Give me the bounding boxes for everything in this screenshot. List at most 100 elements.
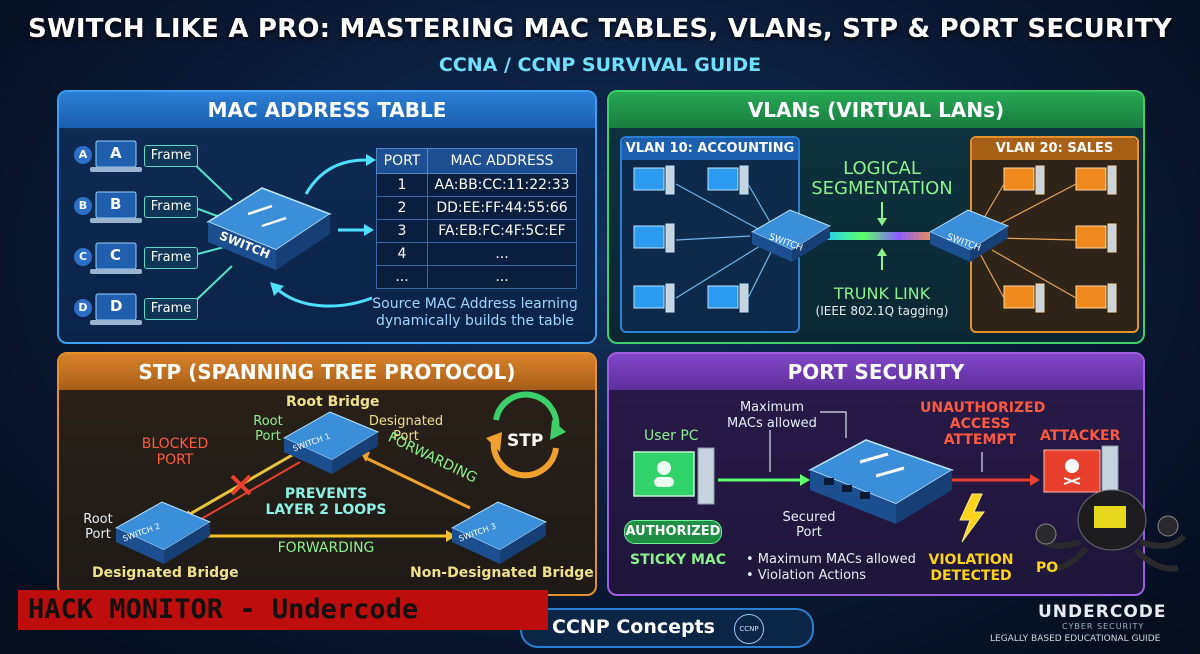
partial-hidden-text: PO [1036,560,1059,576]
laptop-icon-d [90,293,142,325]
host-label-c: C [110,246,122,264]
mac-panel-heading: MAC ADDRESS TABLE [59,92,595,128]
table-cell: ... [427,242,577,266]
user-pc-label: User PC [644,428,699,444]
frame-label-d: Frame [144,298,198,320]
table-row: 3 FA:EB:FC:4F:5C:EF [376,219,577,243]
prevents-line2: LAYER 2 LOOPS [265,502,387,518]
computer-icon [707,283,749,313]
laptop-icon-c [90,242,142,274]
mac-address-table: PORT MAC ADDRESS 1 AA:BB:CC:11:22:33 2 D… [376,148,577,289]
host-letter-c: C [74,248,92,266]
computer-icon [1075,223,1117,253]
prevents-line1: PREVENTS [284,486,368,502]
root-port-top-label: Root Port [253,414,283,444]
root-port-left-label: Root Port [83,512,113,542]
host-letter-b: B [74,197,92,215]
max-macs-line1: Maximum [739,400,805,415]
computer-icon [1075,283,1117,313]
computer-icon [633,283,675,313]
table-cell: ... [427,265,577,289]
host-label-a: A [110,144,122,162]
hack-monitor-banner: HACK MONITOR - Undercode [18,590,548,630]
max-macs-line2: MACs allowed [727,416,817,431]
mac-note-line2: dynamically builds the table [376,313,574,329]
secured-port-line1: Secured [782,510,836,525]
designated-port-label: Designated Port [368,414,444,444]
host-label-d: D [110,297,123,315]
table-cell: FA:EB:FC:4F:5C:EF [427,219,577,243]
unauthorized-line2: ACCESS [949,416,1011,432]
trunk-link-note: (IEEE 802.1Q tagging) [815,304,949,318]
switch-icon-port [808,439,954,524]
violation-line1: VIOLATION [928,552,1014,568]
undercode-logo-sub: CYBER SECURITY [1062,622,1145,631]
vlan-panel-heading: VLANs (VIRTUAL LANs) [609,92,1143,128]
stp-cycle-icon [486,391,566,479]
octopus-mascot-icon [1033,489,1187,572]
bullet-violation-actions: • Violation Actions [746,568,867,583]
vlan10-label: VLAN 10: ACCOUNTING [622,138,798,160]
unauthorized-line1: UNAUTHORIZED [920,400,1046,416]
switch-icon-stp-3 [450,501,548,564]
host-label-b: B [110,195,122,213]
blocked-port-line2: PORT [156,452,194,468]
host-letter-a: A [74,146,92,164]
secured-port-line2: Port [796,525,822,540]
ccnp-badge-icon: CCNP [734,614,764,644]
sticky-mac-label: STICKY MAC [630,552,727,568]
trunk-link-label: TRUNK LINK [833,284,931,303]
user-pc-icon [633,447,715,505]
computer-icon [1003,165,1045,195]
mac-table-header-mac: MAC ADDRESS [427,148,577,174]
computer-icon [633,223,675,253]
table-row: 2 DD:EE:FF:44:55:66 [376,196,577,220]
computer-icon [707,165,749,195]
computer-icon [1075,165,1117,195]
forwarding-bottom-label: FORWARDING [277,540,375,556]
host-letter-d: D [74,299,92,317]
frame-label-b: Frame [144,196,198,218]
frame-label-c: Frame [144,247,198,269]
port-panel-heading: PORT SECURITY [609,354,1143,390]
frame-label-a: Frame [144,145,198,167]
switch-icon-mac [206,187,332,270]
unauthorized-line3: ATTEMPT [943,432,1017,448]
switch-icon-stp-1 [282,411,380,474]
table-cell: DD:EE:FF:44:55:66 [427,196,577,220]
segmentation-line1: LOGICAL [843,158,921,179]
table-row: 4 ... [376,242,577,266]
page-title: SWITCH LIKE A PRO: MASTERING MAC TABLES,… [28,14,1172,44]
undercode-logo-text: UNDERCODE [1038,602,1167,622]
stp-badge-label: STP [507,431,544,451]
switch-icon-vlan-left [750,209,832,262]
bottom-bar-text: CCNP Concepts [552,616,715,638]
table-cell: ... [376,265,428,289]
laptop-icon-a [90,140,142,172]
page-subtitle: CCNA / CCNP SURVIVAL GUIDE [438,54,762,76]
non-designated-bridge-label: Non-Designated Bridge [410,565,594,581]
table-row: 1 AA:BB:CC:11:22:33 [376,173,577,197]
computer-icon [633,165,675,195]
attacker-label: ATTACKER [1040,428,1121,444]
bullet-max-macs: • Maximum MACs allowed [746,552,916,567]
blocked-port-line1: BLOCKED [141,436,209,452]
segmentation-line2: SEGMENTATION [811,178,953,199]
root-bridge-label: Root Bridge [286,394,380,410]
table-row: ... ... [376,265,577,289]
authorized-badge: AUTHORIZED [624,520,722,544]
mac-table-header-port: PORT [376,148,428,174]
laptop-icon-b [90,191,142,223]
switch-icon-stp-2 [114,501,212,564]
designated-bridge-label: Designated Bridge [92,565,239,581]
stp-panel-heading: STP (SPANNING TREE PROTOCOL) [59,354,595,390]
footer-note: LEGALLY BASED EDUCATIONAL GUIDE [990,634,1161,644]
switch-icon-vlan-right [928,209,1010,262]
bottom-concepts-bar: CCNP Concepts CCNP [520,608,814,648]
vlan20-label: VLAN 20: SALES [972,138,1137,160]
table-cell: 4 [376,242,428,266]
